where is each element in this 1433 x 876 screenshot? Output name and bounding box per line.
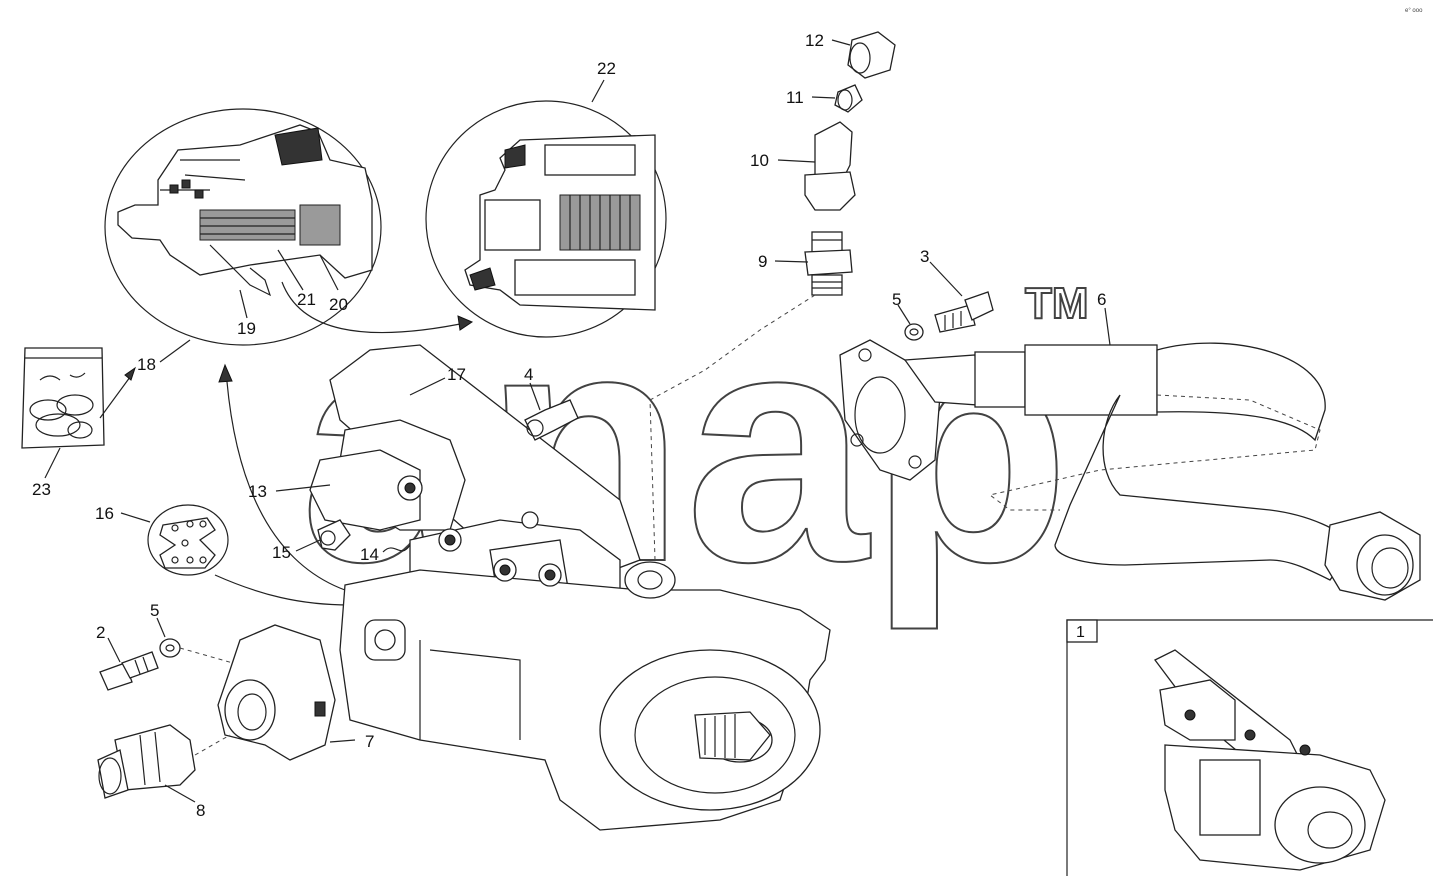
seal-kit-bag <box>21 347 105 449</box>
gasket <box>147 504 229 576</box>
callout-13: 13 <box>248 482 267 501</box>
elbow-10 <box>804 121 856 211</box>
callout-12: 12 <box>805 31 824 50</box>
washer-5-right <box>904 323 924 341</box>
arrow-19-to-22 <box>281 281 471 334</box>
callout-2: 2 <box>96 623 105 642</box>
adapter-8 <box>97 724 196 799</box>
inset-label: 1 <box>1076 624 1085 641</box>
watermark-tm: TM <box>1025 279 1089 328</box>
hose-assembly-6 <box>839 339 1421 601</box>
bolt-2 <box>99 651 159 691</box>
detail-circle-cutaway <box>104 108 382 346</box>
callout-17: 17 <box>447 365 466 384</box>
detail-circle-section <box>425 100 667 338</box>
fitting-4 <box>524 399 579 441</box>
callout-22: 22 <box>597 59 616 78</box>
callout-4: 4 <box>524 365 533 384</box>
callout-21: 21 <box>297 290 316 309</box>
pump-assembly <box>309 344 831 831</box>
callout-3: 3 <box>920 247 929 266</box>
bolt-3 <box>934 291 994 333</box>
adapter-9 <box>804 231 853 296</box>
callout-20: 20 <box>329 295 348 314</box>
callout-8: 8 <box>196 801 205 820</box>
callout-7: 7 <box>365 732 374 751</box>
plug-15 <box>317 519 351 551</box>
callout-10: 10 <box>750 151 769 170</box>
callout-19: 19 <box>237 319 256 338</box>
nut-12 <box>847 31 896 79</box>
washer-5-left <box>159 638 181 658</box>
callout-18: 18 <box>137 355 156 374</box>
callout-15: 15 <box>272 543 291 562</box>
callout-labels: 12 11 10 9 3 5 6 22 21 20 19 18 23 17 4 … <box>32 31 1106 820</box>
callout-5-right: 5 <box>892 290 901 309</box>
callout-16: 16 <box>95 504 114 523</box>
inset-box: 1 <box>1066 619 1433 876</box>
callout-23: 23 <box>32 480 51 499</box>
corner-mark: e° ooo <box>1405 8 1423 14</box>
leader-lines <box>44 39 1111 803</box>
callout-14: 14 <box>360 545 379 564</box>
nipple-11 <box>834 84 863 113</box>
callout-11: 11 <box>786 88 804 107</box>
callout-6: 6 <box>1097 290 1106 309</box>
flange-7 <box>217 624 336 761</box>
callout-5-left: 5 <box>150 601 159 620</box>
callout-9: 9 <box>758 252 767 271</box>
